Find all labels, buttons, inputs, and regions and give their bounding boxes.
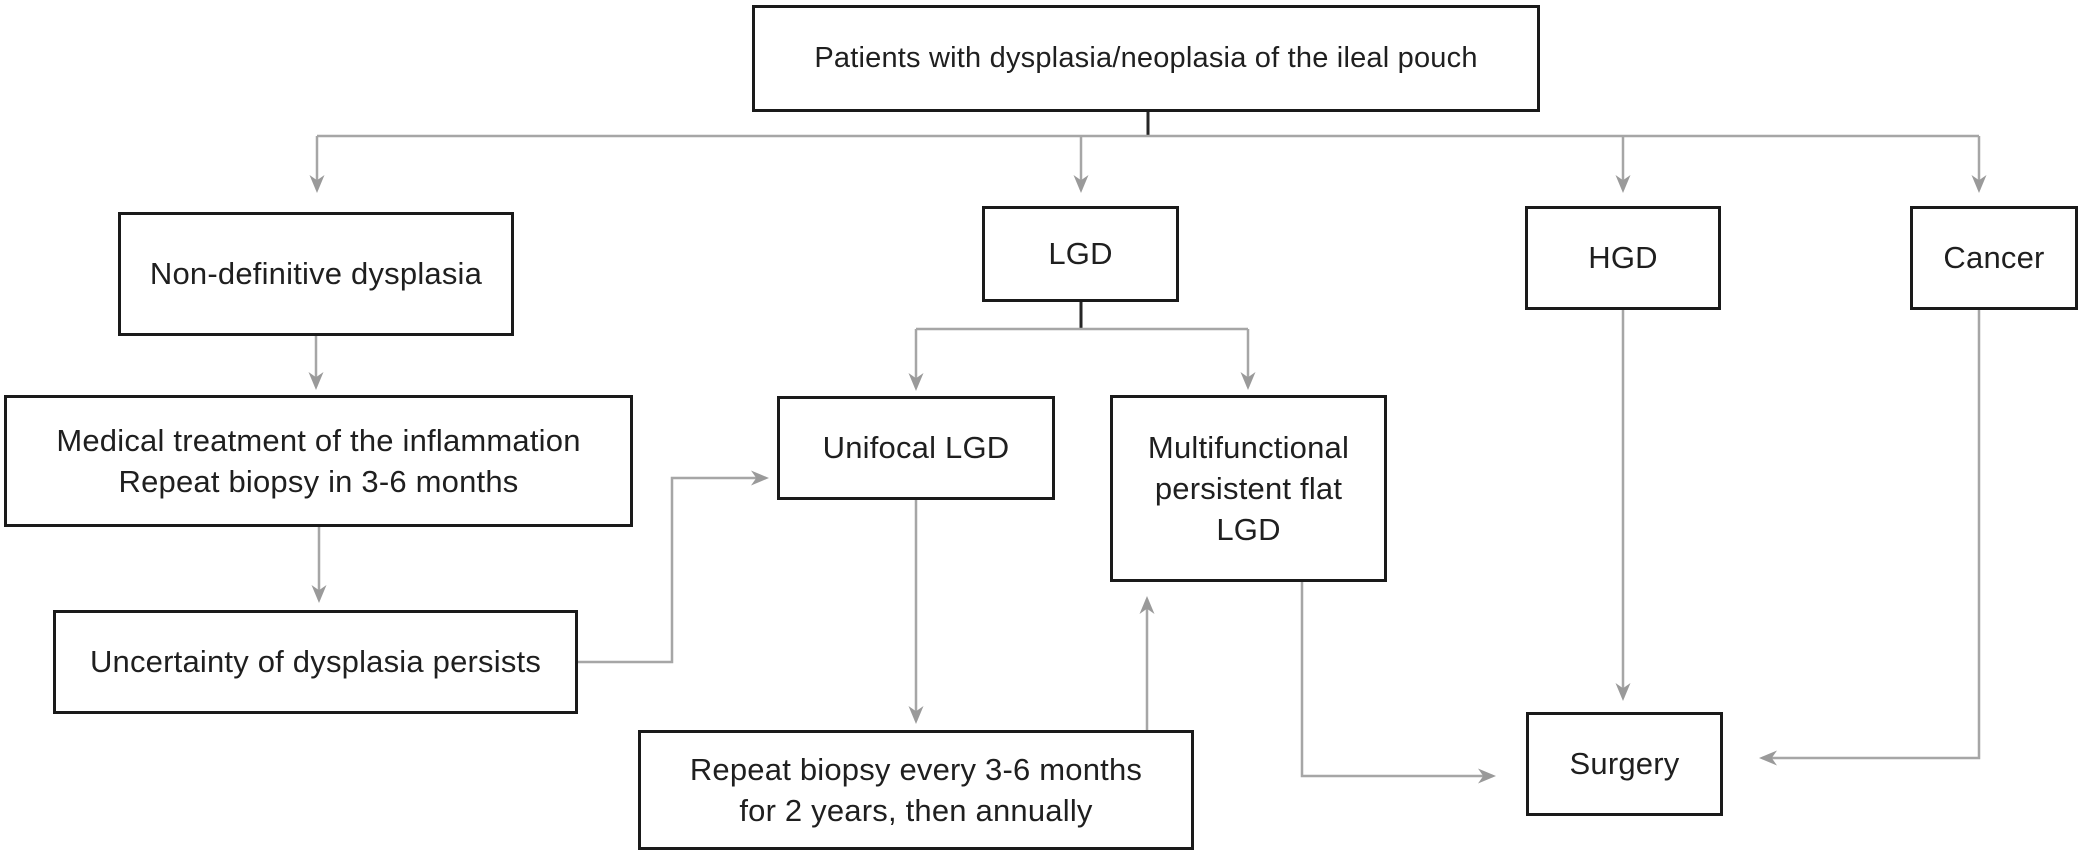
node-non-definitive-dysplasia: Non-definitive dysplasia	[118, 212, 514, 336]
edge-uncertainty-to-unifocal	[578, 470, 769, 664]
node-lgd-label: LGD	[1048, 236, 1113, 272]
edge-cancer-to-surgery	[1759, 310, 1981, 766]
node-surgery: Surgery	[1526, 712, 1723, 816]
edge-multifocal-to-surgery	[1300, 582, 1496, 784]
node-uncertainty-persists: Uncertainty of dysplasia persists	[53, 610, 578, 714]
node-non-definitive-dysplasia-label: Non-definitive dysplasia	[149, 256, 483, 292]
node-repeat-biopsy: Repeat biopsy every 3-6 months for 2 yea…	[638, 730, 1194, 850]
node-hgd: HGD	[1525, 206, 1721, 310]
node-unifocal-lgd-label: Unifocal LGD	[822, 430, 1010, 466]
node-lgd: LGD	[982, 206, 1179, 302]
node-uncertainty-persists-label: Uncertainty of dysplasia persists	[89, 644, 542, 680]
node-patients-ileal-pouch: Patients with dysplasia/neoplasia of the…	[752, 5, 1540, 112]
node-cancer: Cancer	[1910, 206, 2078, 310]
node-multifocal-persistent-flat-lgd: Multifunctional persistent flat LGD	[1110, 395, 1387, 582]
node-surgery-label: Surgery	[1569, 746, 1680, 782]
node-unifocal-lgd: Unifocal LGD	[777, 396, 1055, 500]
node-patients-ileal-pouch-label: Patients with dysplasia/neoplasia of the…	[814, 42, 1478, 75]
node-cancer-label: Cancer	[1943, 240, 2045, 276]
node-multifocal-persistent-flat-lgd-label: Multifunctional persistent flat LGD	[1147, 429, 1350, 548]
node-repeat-biopsy-label: Repeat biopsy every 3-6 months for 2 yea…	[689, 751, 1143, 828]
node-hgd-label: HGD	[1588, 240, 1658, 276]
node-medical-treatment: Medical treatment of the inflammation Re…	[4, 395, 633, 527]
node-medical-treatment-label: Medical treatment of the inflammation Re…	[56, 422, 581, 499]
